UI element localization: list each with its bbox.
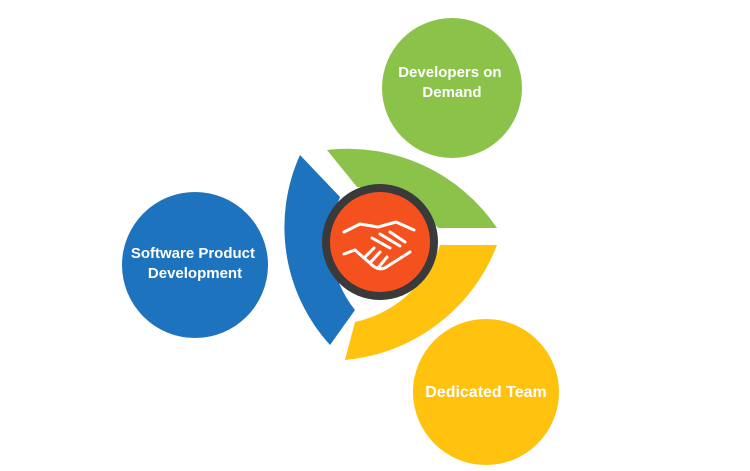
center-hub (322, 184, 438, 300)
software-label-line1: Software Product (131, 245, 255, 262)
svg-text:Software Product Develop: Software Product Development (131, 245, 259, 282)
blue-arc-segment (284, 155, 355, 345)
developers-label-line1: Developers on (398, 64, 501, 81)
yellow-arc-segment (345, 245, 497, 360)
developers-label-line2: Demand (422, 84, 481, 101)
software-circle (122, 192, 268, 338)
developers-circle (382, 18, 522, 158)
node-developers-on-demand: Developers on Demand (382, 18, 522, 158)
green-arc-segment (327, 148, 497, 228)
node-dedicated-team: Dedicated Team (413, 319, 559, 465)
dedicated-label: Dedicated Team (425, 384, 547, 401)
software-label-line2: Development (148, 265, 242, 282)
handshake-icon (342, 220, 416, 271)
node-software-product-development: Software Product Development (122, 192, 268, 338)
svg-text:Developers on Demand: Developers on Demand (398, 64, 506, 101)
dedicated-circle (413, 319, 559, 465)
